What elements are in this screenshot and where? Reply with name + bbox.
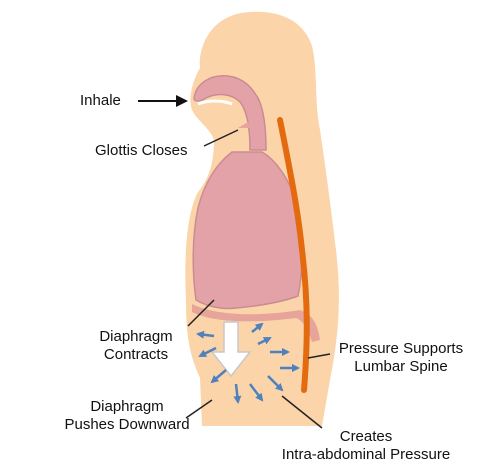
pressure-arrow (233, 383, 242, 404)
pushes-leader (185, 399, 213, 419)
nasal-passage (193, 75, 267, 151)
glottis-flap (238, 122, 250, 128)
creates-leader (281, 395, 323, 429)
pressure-arrow (257, 336, 272, 346)
creates-line2: Intra-abdominal Pressure (281, 446, 451, 463)
creates-line1: Creates (339, 428, 393, 445)
pressure-supports-leader (307, 353, 331, 359)
glottis-label: Glottis Closes (95, 142, 188, 159)
mouth-opening (197, 99, 233, 106)
pressure-arrow (210, 369, 227, 384)
contracts-leader (187, 299, 215, 327)
diaphragm-pushes-line2: Pushes Downward (64, 416, 190, 433)
pressure-arrow (267, 375, 284, 392)
glottis-leader (203, 129, 239, 147)
pressure-supports-line2: Lumbar Spine (354, 358, 448, 375)
diaphragm-pushes-line1: Diaphragm (90, 398, 164, 415)
spine (277, 117, 310, 393)
pressure-arrow (251, 322, 264, 333)
pressure-arrow (198, 346, 217, 358)
creates-pressure-label: Creates Intra-abdominal Pressure (268, 428, 464, 464)
diaphragm-contracts-line1: Diaphragm (99, 328, 173, 345)
pressure-arrow (249, 383, 264, 402)
diaphragm-contracts-label: Diaphragm Contracts (86, 328, 186, 364)
diaphragm-pushes-label: Diaphragm Pushes Downward (62, 398, 192, 434)
diaphragm-contracts-line2: Contracts (103, 346, 169, 363)
pressure-supports-label: Pressure Supports Lumbar Spine (326, 340, 476, 376)
inhale-label: Inhale (80, 92, 121, 109)
diaphragm (192, 304, 320, 342)
push-down-arrow (210, 321, 252, 378)
pressure-arrows (196, 322, 300, 404)
pressure-arrow (196, 330, 215, 339)
pressure-supports-line1: Pressure Supports (338, 340, 464, 357)
